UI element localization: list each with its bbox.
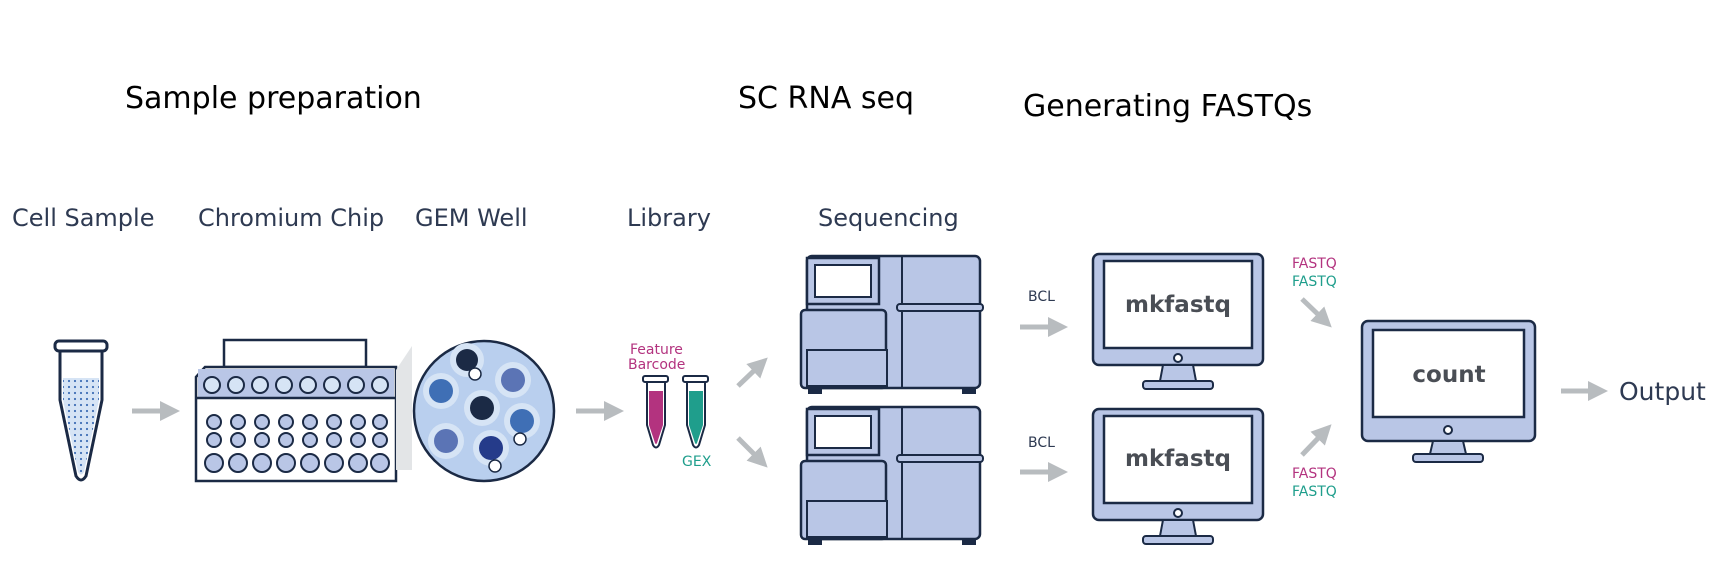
count-monitor-icon xyxy=(1360,319,1537,463)
bcl-label-top: BCL xyxy=(1028,289,1055,305)
fastq-bottom-feature: FASTQ xyxy=(1292,466,1337,482)
mkfastq-monitor-bottom-icon xyxy=(1091,407,1265,545)
mkfastq-label-top: mkfastq xyxy=(1125,292,1231,318)
chromium-chip-icon xyxy=(194,338,398,483)
arrow-fastq-bottom xyxy=(1300,424,1332,457)
feature-barcode-tube-icon xyxy=(642,375,669,449)
section-sc-rna-seq: SC RNA seq xyxy=(738,81,914,116)
gem-well-icon xyxy=(412,339,556,483)
stage-gem-well: GEM Well xyxy=(415,204,528,232)
stage-chromium-chip: Chromium Chip xyxy=(198,204,384,232)
sequencer-bottom-icon xyxy=(799,405,984,545)
zoom-wedge xyxy=(396,346,412,470)
fastq-bottom-gex: FASTQ xyxy=(1292,484,1337,500)
cell-sample-tube-icon xyxy=(53,339,109,482)
arrow-fastq-top xyxy=(1300,297,1332,328)
library-gex-label: GEX xyxy=(682,454,712,470)
output-label: Output xyxy=(1619,377,1706,406)
gex-tube-icon xyxy=(682,375,709,449)
arrow-to-sequencer-top xyxy=(736,357,768,388)
fastq-top-feature: FASTQ xyxy=(1292,256,1337,272)
count-label: count xyxy=(1412,362,1485,388)
fastq-top-gex: FASTQ xyxy=(1292,274,1337,290)
library-feature-label-line2: Barcode xyxy=(628,357,685,373)
sequencer-top-icon xyxy=(799,254,984,394)
stage-sequencing: Sequencing xyxy=(818,204,959,232)
section-sample-preparation: Sample preparation xyxy=(125,81,422,116)
arrow-to-sequencer-bottom xyxy=(736,436,768,468)
library-feature-label-line1: Feature xyxy=(630,342,683,358)
stage-cell-sample: Cell Sample xyxy=(12,204,154,232)
mkfastq-label-bottom: mkfastq xyxy=(1125,446,1231,472)
section-generating-fastqs: Generating FASTQs xyxy=(1023,89,1312,124)
stage-library: Library xyxy=(627,204,711,232)
bcl-label-bottom: BCL xyxy=(1028,435,1055,451)
mkfastq-monitor-top-icon xyxy=(1091,252,1265,390)
